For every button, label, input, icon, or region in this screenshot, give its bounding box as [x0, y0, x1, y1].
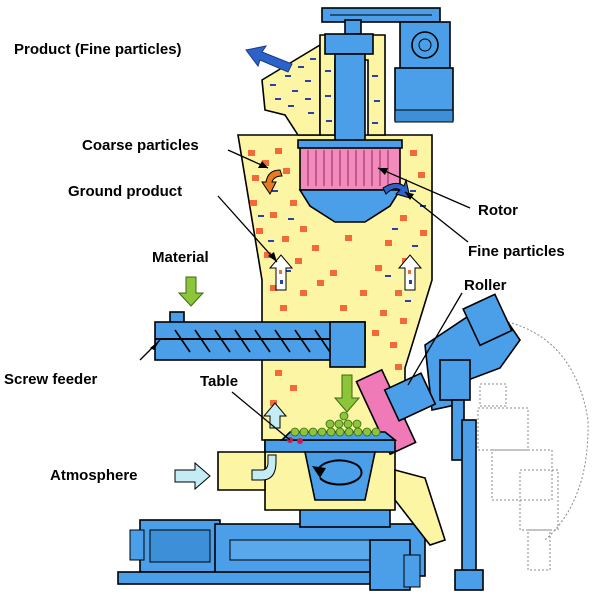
label-ground-product: Ground product: [68, 183, 182, 200]
label-roller: Roller: [464, 277, 507, 294]
leader-lines: [139, 149, 471, 441]
ground-product-arrow-right: [397, 254, 423, 291]
reject-chute: [394, 468, 447, 546]
material-arrow: [177, 276, 205, 307]
label-product: Product (Fine particles): [14, 41, 182, 58]
feed-down-arrow: [333, 374, 361, 413]
rotor-drive: [321, 7, 454, 147]
label-screw-feeder: Screw feeder: [4, 371, 98, 388]
fine-particles-arrow: [382, 178, 411, 199]
air-up-arrow: [262, 402, 288, 429]
product-arrow: [245, 45, 293, 73]
label-fine-particles: Fine particles: [468, 243, 565, 260]
ground-product-arrow-left: [268, 254, 294, 291]
label-coarse-particles: Coarse particles: [82, 137, 199, 154]
hydraulic-unit-outline: [477, 321, 589, 571]
coarse-particles-cloud: [248, 148, 427, 406]
label-rotor: Rotor: [478, 202, 518, 219]
leader-arrowheads: [150, 161, 414, 350]
screw-feeder: [154, 311, 366, 368]
coarse-particles-arrow: [261, 169, 283, 195]
fine-particles-cloud: [258, 58, 426, 302]
label-atmosphere: Atmosphere: [50, 467, 138, 484]
label-table: Table: [200, 373, 238, 390]
drive-base: [117, 504, 426, 591]
roller-assembly: [355, 293, 521, 591]
label-material: Material: [152, 249, 209, 266]
material-bed: [290, 411, 381, 437]
atmosphere-arrow: [174, 454, 277, 491]
